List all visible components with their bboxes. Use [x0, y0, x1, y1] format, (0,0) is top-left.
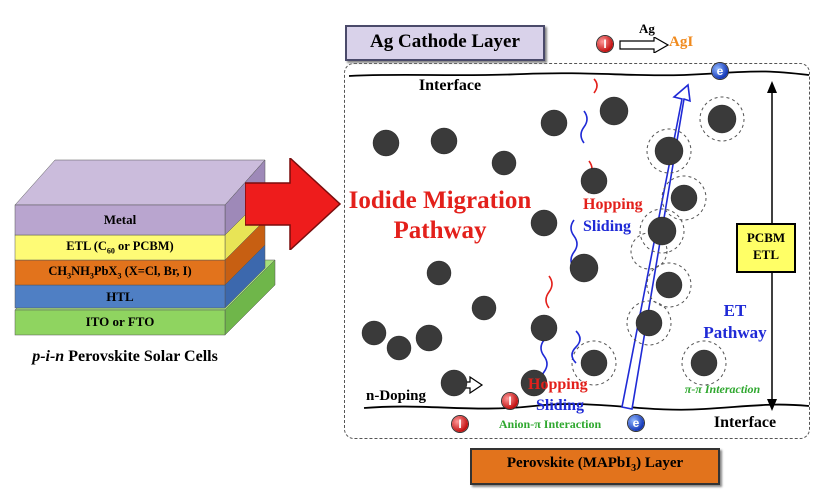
iodide-middle-icon: I	[502, 393, 518, 409]
interface-top-label: Interface	[418, 77, 482, 94]
migration-title: Iodide Migration Pathway	[348, 187, 532, 244]
pcbm-etl-box	[736, 223, 796, 273]
electron-bottom-icon: e	[628, 415, 644, 431]
perovskite-layer-box	[470, 448, 720, 485]
pi-pi-label: π-π Interaction	[684, 382, 761, 396]
mechanism-panel	[344, 63, 810, 439]
n-doping-label: n-Doping	[366, 388, 427, 404]
perovskite-layer-title: Perovskite (MAPbI3) Layer	[506, 455, 684, 474]
et-pathway-label: ET Pathway	[703, 301, 767, 342]
metal-layer-label: Metal	[103, 212, 137, 227]
interface-bottom-label: Interface	[713, 414, 777, 431]
pcbm-etl-label: PCBM ETL	[746, 230, 786, 262]
ag-cathode-label: Ag Cathode Layer	[370, 31, 520, 52]
htl-layer-label: HTL	[106, 289, 134, 304]
hopping-upper-label: Hopping	[583, 196, 643, 213]
metal-layer-front	[14, 204, 226, 236]
ag-cathode-box	[345, 25, 545, 61]
iodide-ion-icon: I	[597, 36, 613, 52]
hopping-lower-label: Hopping	[528, 376, 588, 393]
reaction-reagent: Ag	[639, 21, 655, 36]
iodide-bottom-icon: I	[452, 416, 468, 432]
etl-layer-label: ETL (C60 or PCBM)	[66, 239, 174, 256]
stack-caption: p-i-n Perovskite Solar Cells	[32, 348, 218, 365]
reaction-arrow	[619, 37, 670, 53]
ito-layer-front	[14, 309, 226, 336]
perovskite-layer-label: CH3NH3PbX3 (X=Cl, Br, I)	[48, 264, 192, 281]
red-arrow	[245, 158, 342, 250]
metal-layer-top	[14, 159, 266, 206]
sliding-lower-label: Sliding	[536, 397, 585, 414]
ito-layer-label: ITO or FTO	[85, 314, 155, 329]
interface-lines	[348, 70, 810, 411]
perovskite-layer-front	[14, 259, 226, 286]
perovskite-stack-diagram	[14, 159, 276, 336]
reaction-product: AgI	[669, 34, 694, 50]
electron-top-icon: e	[712, 63, 728, 79]
sliding-upper-label: Sliding	[583, 218, 632, 235]
anion-pi-label: Anion-π Interaction	[498, 417, 602, 431]
